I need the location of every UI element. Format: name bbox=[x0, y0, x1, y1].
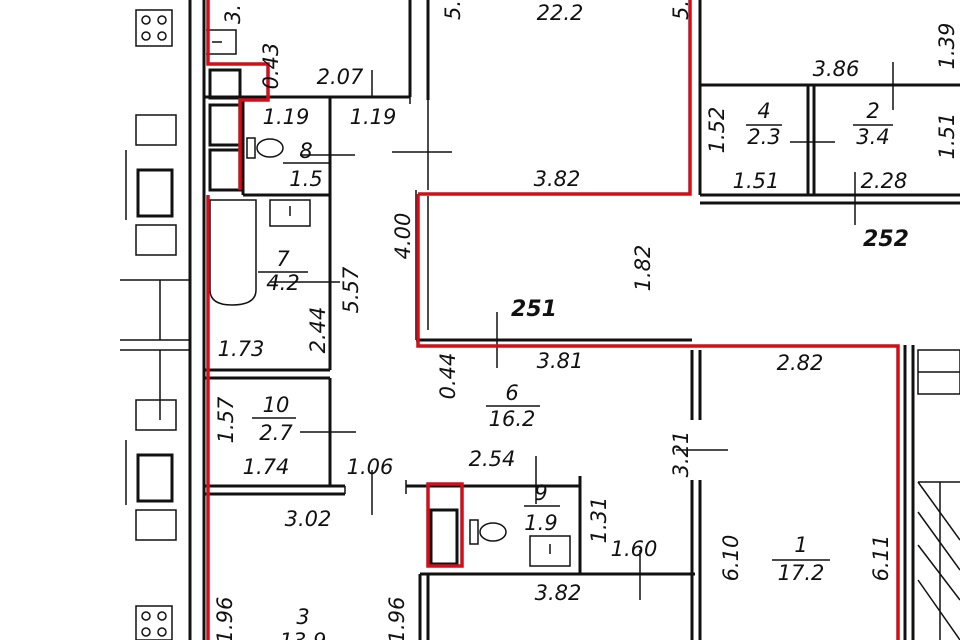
room-number: 3 bbox=[296, 605, 309, 629]
dimension-label: 1.39 bbox=[935, 23, 959, 70]
sink-icon bbox=[269, 199, 311, 227]
sink-icon bbox=[206, 29, 237, 55]
dimension-label: 1.51 bbox=[935, 113, 959, 160]
room-area: 17.2 bbox=[778, 561, 825, 585]
dimension-label: 1.73 bbox=[218, 337, 265, 361]
label-leader-lines bbox=[262, 62, 894, 600]
toilet-icon bbox=[246, 137, 284, 159]
room-area: 22.2 bbox=[537, 1, 584, 25]
room-number: 4 bbox=[757, 99, 770, 123]
room-area: 1.9 bbox=[524, 511, 557, 535]
stove-icon bbox=[135, 9, 173, 47]
room-area: 4.2 bbox=[266, 271, 299, 295]
dimension-label: 1.19 bbox=[350, 105, 397, 129]
room-number: 2 bbox=[866, 99, 879, 123]
dimension-label: 0.43 bbox=[259, 43, 283, 90]
dimension-label: 2.82 bbox=[777, 351, 824, 375]
dimension-label: 3.86 bbox=[813, 57, 860, 81]
toilet-icon bbox=[469, 519, 507, 545]
dimension-label: 1.52 bbox=[705, 107, 729, 154]
dimension-label: 5.57 bbox=[339, 266, 363, 313]
room-area: 1.5 bbox=[289, 167, 322, 191]
room-area: 2.7 bbox=[259, 421, 293, 445]
room-number: 8 bbox=[299, 139, 312, 163]
dimension-label: 0.44 bbox=[436, 353, 460, 400]
dimension-label: 6.10 bbox=[719, 535, 743, 582]
sink-icon bbox=[529, 535, 571, 567]
dimension-label: 4.00 bbox=[391, 213, 415, 260]
dimension-label: 1.51 bbox=[733, 169, 780, 193]
dimension-label: 2.28 bbox=[861, 169, 908, 193]
dimension-label: 1.96 bbox=[213, 597, 237, 640]
radiator-unit-icon bbox=[125, 399, 177, 541]
plan-labels: 25125281.574.2102.7616.291.9117.242.323.… bbox=[213, 0, 959, 640]
stove-icon bbox=[135, 605, 173, 640]
dimension-label: 1.96 bbox=[385, 597, 409, 640]
room-number: 10 bbox=[263, 393, 290, 417]
dimension-label: 1.19 bbox=[263, 105, 310, 129]
dimension-label: 3. bbox=[221, 4, 245, 24]
dimension-label: 5. bbox=[669, 0, 693, 20]
room-number: 7 bbox=[276, 247, 290, 271]
dimension-label: 3.82 bbox=[535, 581, 582, 605]
washing-machine-icon bbox=[429, 508, 459, 566]
apartment-label: 251 bbox=[511, 297, 557, 322]
room-area: 2.3 bbox=[747, 125, 780, 149]
door-openings bbox=[344, 97, 417, 494]
dimension-label: 1.57 bbox=[214, 396, 238, 443]
apartment-boundaries bbox=[206, 0, 900, 640]
ventilation-shaft-icon bbox=[208, 68, 242, 192]
dimension-label: 1.82 bbox=[631, 245, 655, 292]
room-area: 3.4 bbox=[856, 125, 889, 149]
room-number: 9 bbox=[534, 481, 547, 505]
staircase-icon bbox=[917, 349, 960, 640]
room-area: 13.9 bbox=[280, 629, 327, 640]
dimension-label: 3.21 bbox=[669, 431, 693, 478]
dimension-label: 1.31 bbox=[587, 497, 611, 544]
dimension-label: 6.11 bbox=[869, 535, 893, 582]
exterior-wall-left bbox=[120, 0, 206, 640]
dimension-label: 5. bbox=[441, 0, 465, 20]
dimension-label: 2.44 bbox=[306, 307, 330, 354]
dimension-label: 3.02 bbox=[285, 507, 332, 531]
room-number: 1 bbox=[794, 533, 807, 557]
bathtub-icon bbox=[209, 199, 257, 306]
dimension-label: 1.60 bbox=[611, 537, 658, 561]
apartment-label: 252 bbox=[863, 227, 909, 252]
dimension-label: 1.06 bbox=[347, 455, 394, 479]
room-fraction-lines bbox=[252, 124, 893, 561]
room-number: 6 bbox=[505, 381, 518, 405]
dimension-label: 3.81 bbox=[537, 349, 584, 373]
interior-walls bbox=[204, 0, 960, 640]
dimension-label: 2.07 bbox=[317, 65, 364, 89]
dimension-label: 3.82 bbox=[534, 167, 581, 191]
room-area: 16.2 bbox=[489, 407, 536, 431]
dimension-label: 2.54 bbox=[469, 447, 516, 471]
radiator-unit-icon bbox=[125, 114, 177, 256]
dimension-label: 1.74 bbox=[243, 455, 290, 479]
